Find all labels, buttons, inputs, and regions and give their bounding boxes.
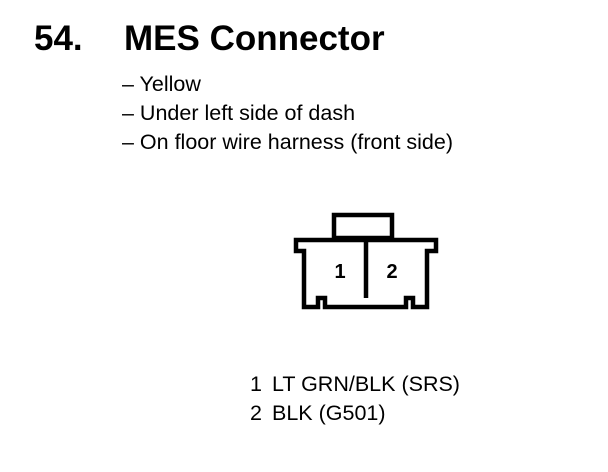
pinout-row: 2 BLK (G501) — [250, 399, 460, 428]
note-location: – Under left side of dash — [122, 101, 356, 125]
wire-description: LT GRN/BLK (SRS) — [272, 372, 460, 396]
terminal-1-label: 1 — [334, 261, 345, 283]
wire-description: BLK (G501) — [272, 401, 386, 425]
connector-diagram: 1 2 — [293, 212, 439, 310]
pinout-row: 1 LT GRN/BLK (SRS) — [250, 370, 460, 399]
note-harness: – On floor wire harness (front side) — [122, 130, 453, 154]
page-title: MES Connector — [124, 19, 385, 58]
pin-number: 1 — [250, 372, 262, 396]
connector-latch — [331, 212, 395, 241]
pinout-list: 1 LT GRN/BLK (SRS) 2 BLK (G501) — [250, 370, 460, 428]
terminal-2-label: 2 — [386, 261, 397, 283]
section-number: 54. — [34, 19, 83, 58]
note-color: – Yellow — [122, 72, 201, 96]
connector-notes: – Yellow – Under left side of dash – On … — [122, 70, 453, 157]
pin-number: 2 — [250, 401, 262, 425]
connector-housing — [293, 237, 439, 310]
